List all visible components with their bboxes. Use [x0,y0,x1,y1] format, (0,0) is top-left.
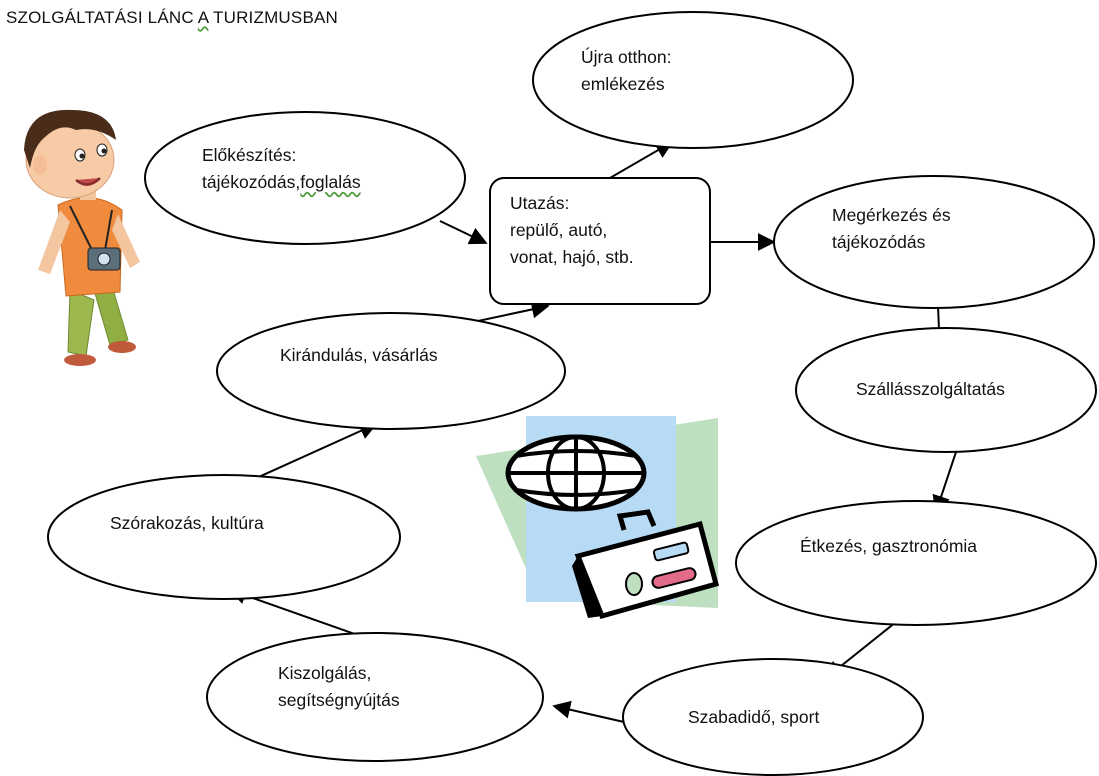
node-etkezes-shape [735,500,1097,626]
elokeszites-line1: Előkészítés: [202,145,297,165]
node-ujra-otthon-label: Újra otthon: emlékezés [581,44,671,98]
node-szabadido-label: Szabadidő, sport [688,704,819,731]
node-szorakozas-label: Szórakozás, kultúra [110,510,264,537]
arrow-szabadido-to-kiszolgalas [552,700,625,723]
title-part-1: SZOLGÁLTATÁSI LÁNC [6,8,198,27]
arrow-elokeszites-to-utazas [439,220,488,245]
szorakozas-line1: Szórakozás, kultúra [110,513,264,533]
elokeszites-line2-text: tájékozódás, [202,172,301,192]
node-szallas-shape [795,327,1097,453]
node-shapes [47,11,1097,776]
node-kirandulas-shape [216,312,566,430]
node-megerkezes-shape [773,175,1095,309]
node-kirandulas-label: Kirándulás, vásárlás [280,342,438,369]
page-title: SZOLGÁLTATÁSI LÁNC A TURIZMUSBAN [6,8,338,28]
node-etkezes-label: Étkezés, gasztronómia [800,533,977,560]
node-kiszolgalas-label: Kiszolgálás, segítségnyújtás [278,660,400,714]
utazas-line1: Utazás: [510,193,570,213]
ujra-otthon-line1: Újra otthon: [581,47,672,67]
arrow-utazas-to-ujra-otthon [609,141,674,179]
node-szallas-label: Szállásszolgáltatás [856,376,1005,403]
kirandulas-line1: Kirándulás, vásárlás [280,345,438,365]
suitcase-icon [572,509,720,620]
node-ujra-otthon-shape [532,11,854,149]
node-szorakozas-shape [47,474,401,600]
utazas-line2: repülő, autó, [510,220,608,240]
node-utazas-label: Utazás: repülő, autó, vonat, hajó, stb. [510,190,634,271]
megerkezes-line2: tájékozódás [832,232,926,252]
boy-tourist-illustration [24,109,140,366]
kiszolgalas-line1: Kiszolgálás, [278,663,372,683]
szabadido-line1: Szabadidő, sport [688,707,820,727]
node-szabadido-shape [622,658,924,776]
globe-icon [505,434,647,512]
elokeszites-line2: tájékozódás,foglalás [202,169,361,196]
node-elokeszites-label: Előkészítés: tájékozódás,foglalás [202,142,361,196]
ujra-otthon-line2: emlékezés [581,74,665,94]
szallas-line1: Szállásszolgáltatás [856,379,1005,399]
etkezes-line1: Étkezés, gasztronómia [800,536,978,556]
node-megerkezes-label: Megérkezés és tájékozódás [832,202,951,256]
kiszolgalas-line2: segítségnyújtás [278,690,400,710]
node-utazas-shape [489,177,711,305]
travel-clipart [476,416,720,620]
node-elokeszites-shape [144,111,466,245]
megerkezes-line1: Megérkezés és [832,205,951,225]
node-kiszolgalas-shape [206,632,544,762]
title-part-3: TURIZMUSBAN [208,8,338,27]
utazas-line3: vonat, hajó, stb. [510,247,634,267]
title-part-2: A [197,8,209,27]
elokeszites-line2-spellcheck: foglalás [300,172,361,192]
